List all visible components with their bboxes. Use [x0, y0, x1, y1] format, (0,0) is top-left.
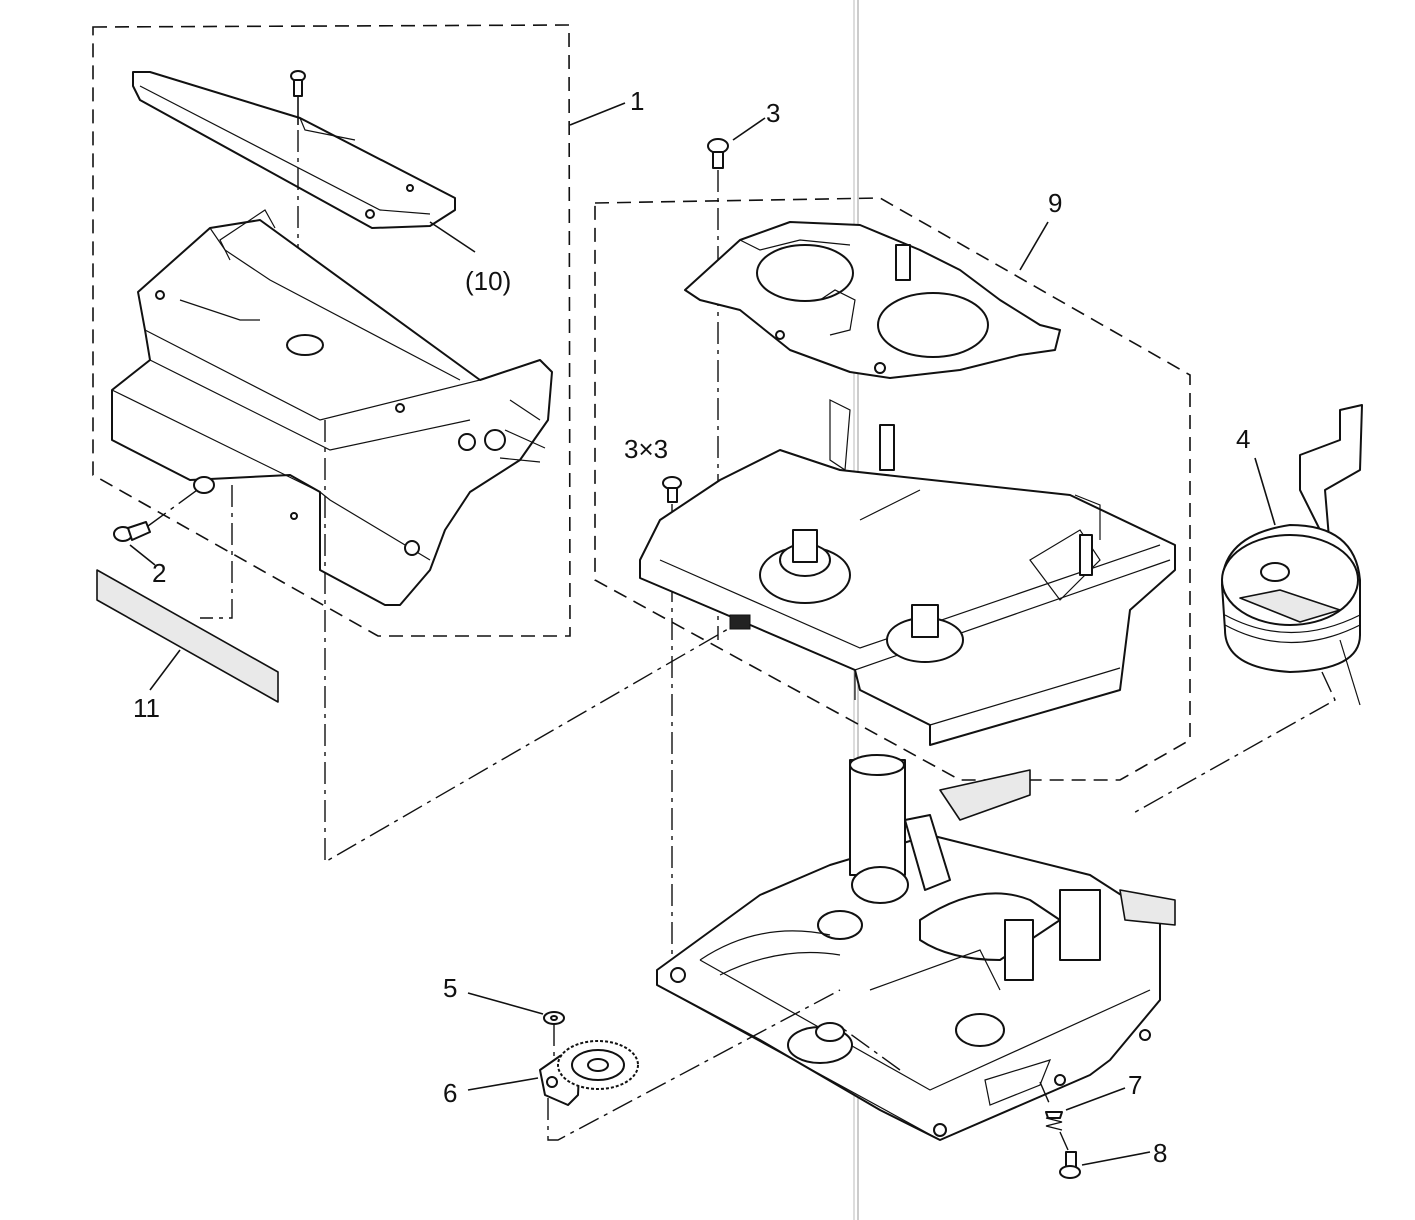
label-sheet-part-11: [96, 569, 279, 703]
leader-line-1: [569, 102, 626, 126]
leader-line-2: [129, 544, 156, 566]
main-chassis: [639, 399, 1176, 746]
assembly-1-boundary: [92, 24, 571, 637]
alignment-line: [200, 485, 233, 619]
spring-part-7: [1045, 1111, 1063, 1131]
top-plate-part-10: [132, 71, 456, 229]
reel-plate: [684, 221, 1061, 379]
screw-part-3: [707, 138, 729, 169]
leader-line-5: [467, 992, 544, 1015]
alignment-line: [837, 1024, 901, 1071]
leader-line-6: [467, 1077, 539, 1091]
leader-line-7: [1065, 1087, 1126, 1111]
part-label-5: 5: [443, 973, 457, 1003]
cassette-holder: [111, 209, 553, 606]
part-label-3x3: 3×3: [624, 434, 668, 464]
part-label-10: (10): [465, 266, 511, 296]
assembly-9-boundary: [594, 197, 1191, 781]
part-label-8: 8: [1153, 1138, 1167, 1168]
pin-part-8: [1059, 1151, 1081, 1179]
part-label-9: 9: [1048, 188, 1062, 218]
lower-mechanism: [656, 754, 1176, 1141]
leader-line-4: [1254, 457, 1276, 526]
leader-line-11: [149, 649, 181, 691]
leader-line-9: [1019, 221, 1049, 271]
drum-part-4: [1221, 404, 1363, 706]
alignment-line: [1039, 1081, 1051, 1106]
part-label-3: 3: [766, 98, 780, 128]
part-label-7: 7: [1128, 1070, 1142, 1100]
leader-line-3: [732, 117, 766, 141]
alignment-line: [1129, 671, 1336, 816]
top-plate-screw: [290, 70, 306, 125]
screw-part-2: [113, 521, 151, 542]
part-label-6: 6: [443, 1078, 457, 1108]
part-label-4: 4: [1236, 424, 1250, 454]
part-label-2: 2: [152, 558, 166, 588]
leader-line-8: [1081, 1151, 1151, 1166]
alignment-line: [547, 989, 841, 1141]
leader-line-10: [429, 221, 476, 253]
part-label-1: 1: [630, 86, 644, 116]
screw-part-3x3: [662, 476, 682, 503]
gear-part-6: [539, 1040, 639, 1106]
part-label-11: 11: [133, 693, 160, 723]
alignment-line: [1059, 1131, 1069, 1151]
alignment-line: [147, 487, 201, 527]
washer-hole: [550, 1015, 558, 1021]
